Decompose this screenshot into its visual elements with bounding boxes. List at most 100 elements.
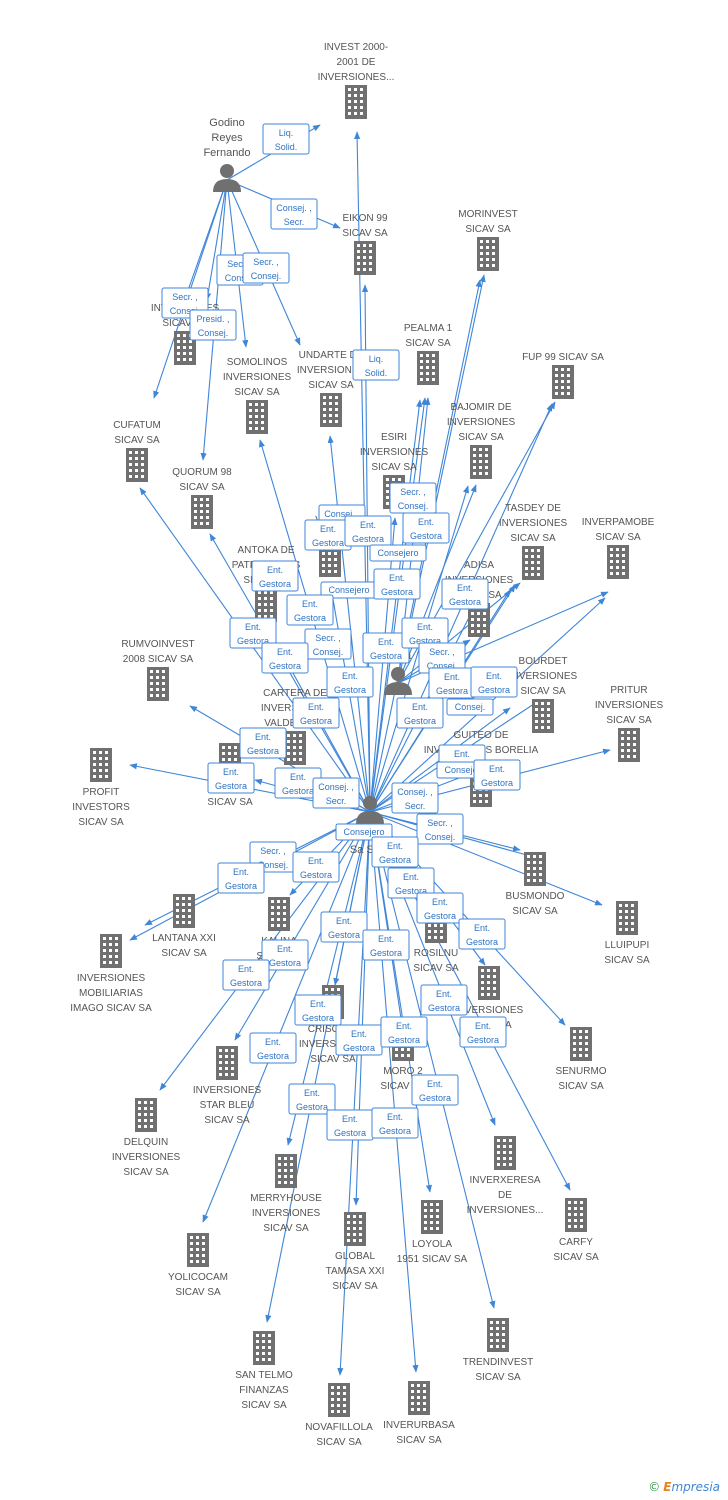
edge-role-label[interactable]: Ent.Gestora: [362, 929, 410, 961]
edge-role-text: Ent.: [378, 934, 394, 944]
edge-role-label[interactable]: Ent.Gestora: [441, 578, 489, 610]
edge-role-label[interactable]: Secr. ,Consej.: [416, 813, 464, 845]
edge-role-label[interactable]: Ent. Gestora: [249, 1032, 297, 1064]
edge-role-label[interactable]: Ent.Gestora: [371, 1107, 419, 1139]
company-name-line: PEALMA 1: [404, 323, 453, 334]
edge-role-text: Ent.: [304, 1088, 320, 1098]
edge-role-label[interactable]: Ent.Gestora: [229, 617, 277, 649]
edge-role-label[interactable]: Ent.Gestora: [320, 911, 368, 943]
edge-role-label[interactable]: Ent.Gestora: [288, 1083, 336, 1115]
edge-role-label[interactable]: Secr. ,Consej.: [389, 482, 437, 514]
company-node-inverxeresa[interactable]: INVERXERESADEINVERSIONES...: [467, 1136, 544, 1216]
edge-role-text: Consejero: [343, 827, 384, 837]
edge-role-text: Ent.: [265, 1037, 281, 1047]
edge-role-label[interactable]: Ent.Gestora: [470, 666, 518, 698]
edge-role-label[interactable]: Ent.Gestora: [286, 594, 334, 626]
edge-role-text: Ent.: [320, 524, 336, 534]
edge-role-label[interactable]: Ent.Gestora: [304, 519, 352, 551]
edge-role-label[interactable]: Consej.: [446, 698, 494, 716]
edge-role-label[interactable]: Ent.Gestora: [261, 642, 309, 674]
edge-role-label[interactable]: Ent.Gestora: [371, 836, 419, 868]
edge-role-label[interactable]: Ent.Gestora: [396, 697, 444, 729]
edge-role-label[interactable]: Ent.Gestora: [292, 697, 340, 729]
company-name-line: INVEST 2000-: [324, 42, 388, 53]
edge-role-text: Secr. ,: [172, 292, 198, 302]
edge-role-label[interactable]: Secr. ,Consej.: [304, 628, 352, 660]
edge-role-label[interactable]: Ent.Gestora: [420, 984, 468, 1016]
edge-role-label[interactable]: Ent.Gestora: [401, 617, 449, 649]
person-name-line: Godino: [209, 117, 244, 129]
edge-role-label[interactable]: Ent.Gestora: [402, 512, 450, 544]
relation-edge: [369, 811, 603, 906]
edge-role-text: Gestora: [257, 1051, 289, 1061]
edge-role-label[interactable]: Ent.Gestora: [251, 560, 299, 592]
edge-role-label[interactable]: Ent.Gestora: [294, 994, 342, 1026]
edge-role-label[interactable]: Ent.Gestora: [380, 1016, 428, 1048]
edge-role-label[interactable]: Presid. ,Consej.: [189, 309, 237, 341]
edge-role-label[interactable]: Ent.Gestora: [458, 918, 506, 950]
edge-role-label[interactable]: Ent.Gestora: [207, 762, 255, 794]
edge-role-label[interactable]: Consej. ,Secr.: [391, 782, 439, 814]
edge-role-label[interactable]: Ent.Gestora: [459, 1016, 507, 1048]
edge-role-label[interactable]: Liq.Solid.: [352, 349, 400, 381]
edge-role-label[interactable]: Ent.Gestora: [428, 667, 476, 699]
edge-role-label[interactable]: Ent.Gestora: [239, 727, 287, 759]
edge-role-label[interactable]: Consej. ,Secr.: [312, 777, 360, 809]
edge-role-label[interactable]: Consejero: [369, 544, 427, 562]
company-node-fup99[interactable]: FUP 99 SICAV SA: [522, 352, 604, 399]
edge-role-label[interactable]: Ent.Gestora: [222, 959, 270, 991]
edge-role-label[interactable]: Ent.Gestora: [217, 862, 265, 894]
edge-role-label[interactable]: Ent.Gestora: [326, 1109, 374, 1141]
edge-role-label[interactable]: Ent.Gestora: [326, 666, 374, 698]
company-node-invest2000[interactable]: INVEST 2000-2001 DEINVERSIONES...: [318, 42, 395, 119]
edge-role-label[interactable]: Ent.Gestora: [373, 568, 421, 600]
edge-role-label[interactable]: Ent.Gestora: [473, 759, 521, 791]
edge-role-label[interactable]: Ent.Gestora: [416, 892, 464, 924]
edge-role-label[interactable]: Ent.Gestora: [335, 1024, 383, 1056]
edge-role-label[interactable]: Liq.Solid.: [262, 123, 310, 155]
edge-role-label[interactable]: Consejero: [320, 581, 378, 599]
edge-role-label[interactable]: Ent.Gestora: [292, 851, 340, 883]
edge-role-label[interactable]: Secr. ,Consej.: [242, 252, 290, 284]
edge-role-label[interactable]: Ent.Gestora: [344, 515, 392, 547]
edge-role-label[interactable]: Ent.Gestora: [411, 1074, 459, 1106]
edge-role-text: Gestora: [409, 636, 441, 646]
company-name-line: SICAV SA: [316, 1437, 362, 1448]
company-name-line: INVERSIONES: [252, 1208, 321, 1219]
edge-role-label[interactable]: Consej. ,Secr.: [270, 198, 318, 230]
edge-role-label[interactable]: Consejero: [335, 823, 393, 841]
edge-role-label[interactable]: Ent.Gestora: [387, 867, 435, 899]
edge-role-label[interactable]: Ent.Gestora: [261, 939, 309, 971]
